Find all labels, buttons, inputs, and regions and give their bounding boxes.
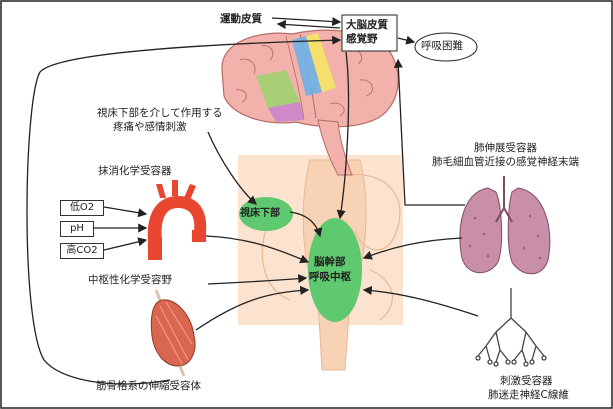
brainstem-label-line1: 脳幹部 — [314, 256, 346, 269]
hypothalamus-label: 視床下部 — [240, 207, 280, 220]
dyspnea-label: 呼吸困難 — [421, 40, 463, 53]
musculoskeletal-receptor-label: 筋骨格系の伸縮受容体 — [96, 380, 201, 393]
ph-box: pH — [60, 221, 94, 237]
brainstem-label-line2: 呼吸中枢 — [309, 271, 351, 284]
motor-cortex-label: 運動皮質 — [220, 13, 262, 26]
hypothalamus-input-line2: 疼痛や感情刺激 — [113, 121, 187, 134]
high-co2-box: 高CO2 — [60, 243, 104, 259]
irritant-receptor-line2: 肺迷走神経C線維 — [488, 389, 569, 402]
irritant-receptor-line1: 刺激受容器 — [500, 375, 553, 388]
hypothalamus-input-line1: 視床下部を介して作用する — [97, 107, 223, 120]
low-o2-box: 低O2 — [60, 200, 104, 216]
lung-receptor-line2: 肺毛細血管近接の感覚神経末端 — [432, 156, 579, 169]
cortex-label-line1: 大脳皮質 — [346, 19, 388, 32]
cortex-label-line2: 感覚野 — [346, 33, 378, 46]
brainstem-region — [308, 218, 362, 322]
central-chemoreceptor-label: 中枢性化学受容野 — [88, 274, 172, 287]
peripheral-chemoreceptor-label: 抹消化学受容器 — [98, 165, 172, 178]
lung-receptor-line1: 肺伸展受容器 — [474, 142, 537, 155]
